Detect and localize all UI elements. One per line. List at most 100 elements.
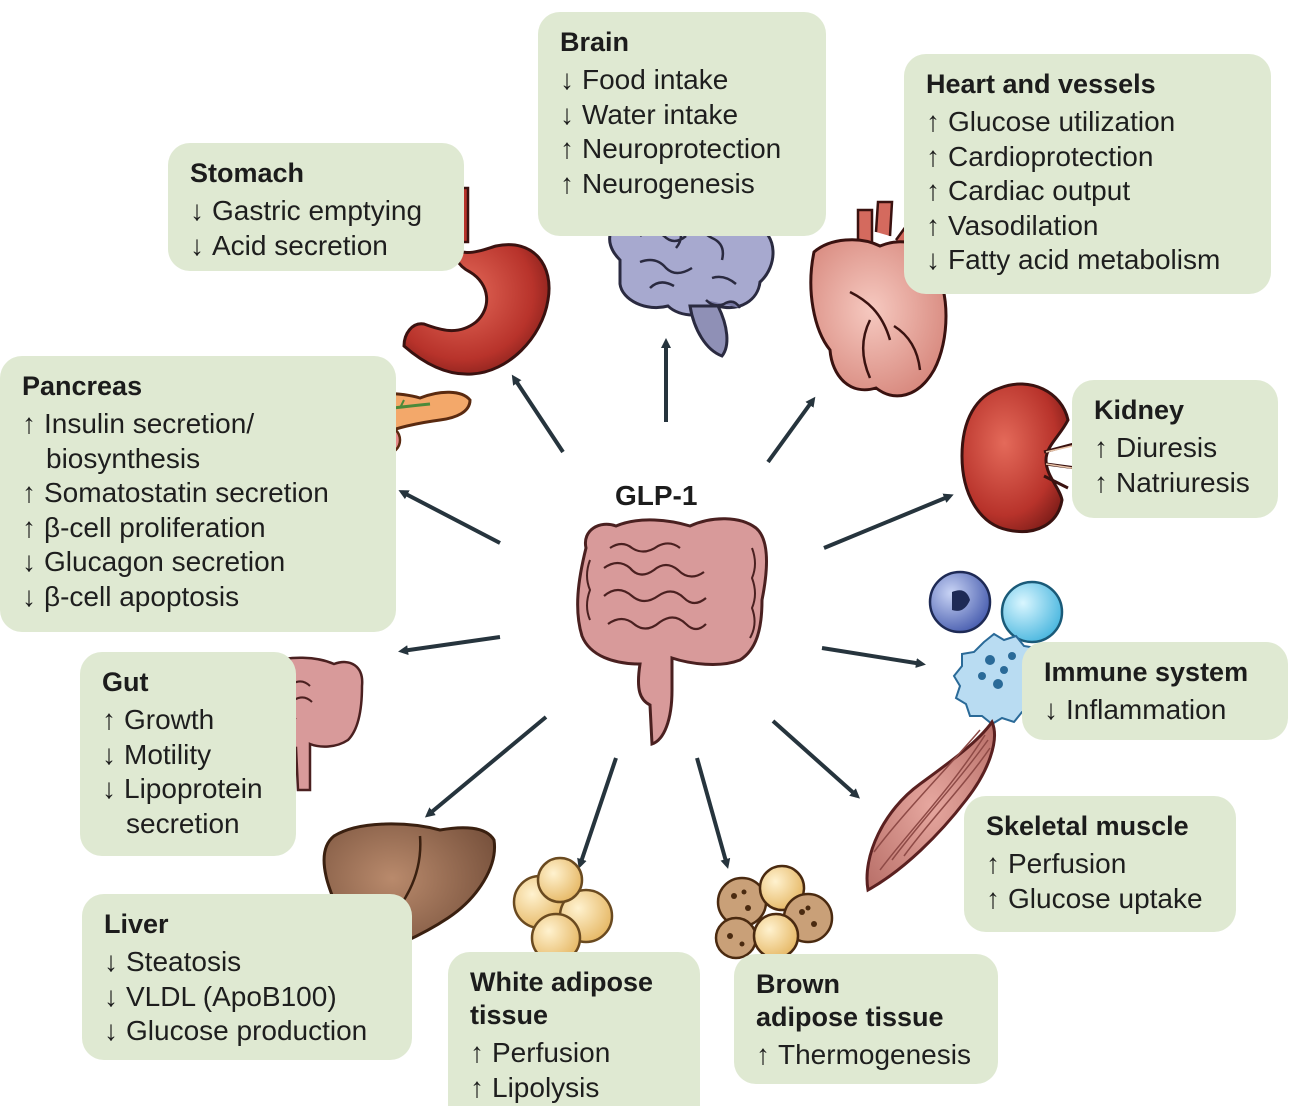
heart-box: Heart and vessels ↑Glucose utilization↑C… [904, 54, 1271, 294]
brown-adipose-box: Brown adipose tissue ↑Thermogenesis [734, 954, 998, 1084]
effect-list: ↑Diuresis↑Natriuresis [1094, 431, 1260, 500]
liver-box: Liver ↓Steatosis↓VLDL (ApoB100)↓Glucose … [82, 894, 412, 1060]
effect-item: ↓Acid secretion [190, 229, 446, 264]
effect-list: ↑Perfusion↑Lipolysis [470, 1036, 682, 1105]
box-title: Gut [102, 667, 149, 697]
effect-text: Cardiac output [948, 175, 1131, 206]
effect-text: Growth [124, 704, 215, 735]
arrow-kidney [823, 493, 954, 550]
box-title: White adipose tissue [470, 966, 682, 1032]
effect-text: Lipolysis [492, 1071, 600, 1103]
box-title: Liver [104, 909, 169, 939]
effect-item: ↓Fatty acid metabolism [926, 243, 1253, 278]
effect-text: β-cell apoptosis [44, 580, 240, 612]
down-arrow-icon: ↓ [104, 1015, 118, 1046]
down-arrow-icon: ↓ [102, 773, 116, 804]
effect-item: ↑Lipolysis [470, 1071, 682, 1106]
muscle-icon [865, 718, 996, 893]
effect-item: ↑β-cell proliferation [22, 511, 378, 546]
effect-item: secretion [102, 807, 278, 842]
effect-item: ↓Water intake [560, 98, 808, 133]
effect-text: Glucose utilization [948, 106, 1176, 137]
up-arrow-icon: ↑ [470, 1071, 484, 1103]
effect-text: Diuresis [1116, 432, 1218, 463]
up-arrow-icon: ↑ [22, 511, 36, 543]
effect-item: ↓Gastric emptying [190, 194, 446, 229]
up-arrow-icon: ↑ [756, 1039, 770, 1070]
white-fat-icon [512, 856, 614, 964]
effect-text: Cardioprotection [948, 140, 1154, 172]
up-arrow-icon: ↑ [470, 1037, 484, 1068]
down-arrow-icon: ↓ [22, 546, 36, 577]
effect-item: ↓ Glucagon secretion [22, 545, 378, 580]
effect-text: VLDL (ApoB100) [126, 980, 337, 1012]
effect-text: Glucagon secretion [44, 546, 286, 577]
arrow-muscle [771, 719, 860, 799]
glp1-title: GLP-1 [615, 480, 698, 511]
box-title-line: White adipose [470, 967, 654, 997]
up-arrow-icon: ↑ [926, 175, 940, 206]
up-arrow-icon: ↑ [926, 106, 940, 137]
down-arrow-icon: ↓ [104, 980, 118, 1012]
effect-text: Lipoprotein [124, 773, 263, 804]
up-arrow-icon: ↑ [102, 704, 116, 735]
effect-text: Gastric emptying [212, 195, 423, 226]
arrow-white-fat [577, 757, 618, 869]
effect-item: ↓Food intake [560, 63, 808, 98]
arrow-immune [821, 646, 926, 668]
box-title: Pancreas [22, 371, 143, 401]
effect-list: ↓Inflammation [1044, 693, 1270, 728]
effect-list: ↓Food intake↓Water intake↑Neuroprotectio… [560, 63, 808, 201]
brown-fat-icon [714, 864, 834, 960]
effect-item: ↓β-cell apoptosis [22, 580, 378, 615]
box-title-line: Brown [756, 969, 840, 999]
effect-list: ↑Glucose utilization↑Cardioprotection↑Ca… [926, 105, 1253, 278]
effect-text: Neuroprotection [582, 133, 782, 164]
up-arrow-icon: ↑ [560, 167, 574, 199]
effect-text: Motility [124, 738, 212, 770]
effect-list: ↑ Perfusion↑Glucose uptake [986, 847, 1218, 916]
effect-item: ↓Motility [102, 738, 278, 773]
box-title: Brown adipose tissue [756, 968, 980, 1034]
effect-item: ↓Glucose production [104, 1014, 394, 1049]
effect-item: ↓Steatosis [104, 945, 394, 980]
brain-box: Brain ↓Food intake↓Water intake↑Neuropro… [538, 12, 826, 236]
effect-text: Perfusion [1008, 848, 1127, 879]
effect-item: biosynthesis [22, 442, 378, 477]
kidney-box: Kidney ↑Diuresis↑Natriuresis [1072, 380, 1278, 518]
effect-item: ↑Thermogenesis [756, 1038, 980, 1073]
down-arrow-icon: ↓ [560, 98, 574, 130]
effect-text: Insulin secretion/ [44, 408, 255, 439]
arrow-heart [766, 396, 816, 464]
up-arrow-icon: ↑ [926, 209, 940, 241]
down-arrow-icon: ↓ [190, 229, 204, 261]
arrows [398, 338, 954, 869]
effect-item: ↑Perfusion [470, 1036, 682, 1071]
up-arrow-icon: ↑ [1094, 432, 1108, 463]
effect-item: ↑ Growth [102, 703, 278, 738]
intestine-icon [576, 517, 769, 747]
up-arrow-icon: ↑ [986, 848, 1000, 879]
effect-list: ↑ Insulin secretion/biosynthesis↑Somatost… [22, 407, 378, 614]
effect-text: Fatty acid metabolism [948, 244, 1221, 275]
effect-item: ↓VLDL (ApoB100) [104, 980, 394, 1015]
skeletal-muscle-box: Skeletal muscle ↑Perfusion↑Glucose uptak… [964, 796, 1236, 932]
box-title: Stomach [190, 158, 305, 188]
box-title: Heart and vessels [926, 69, 1156, 99]
effect-item: ↑Somatostatin secretion [22, 476, 378, 511]
box-title: Brain [560, 27, 630, 57]
box-title: Kidney [1094, 395, 1185, 425]
effect-text: Glucose uptake [1008, 882, 1203, 914]
effect-item: ↓Inflammation [1044, 693, 1270, 728]
effect-item: ↑Cardioprotection [926, 140, 1253, 175]
down-arrow-icon: ↓ [1044, 694, 1058, 725]
kidney-icon [960, 382, 1077, 533]
effect-text: Water intake [582, 98, 739, 130]
down-arrow-icon: ↓ [560, 64, 574, 95]
arrow-liver [424, 715, 548, 818]
effect-item: ↑Glucose uptake [986, 882, 1218, 917]
down-arrow-icon: ↓ [102, 738, 116, 770]
down-arrow-icon: ↓ [104, 946, 118, 977]
effect-list: ↑Thermogenesis [756, 1038, 980, 1073]
effect-text: Vasodilation [948, 209, 1099, 241]
